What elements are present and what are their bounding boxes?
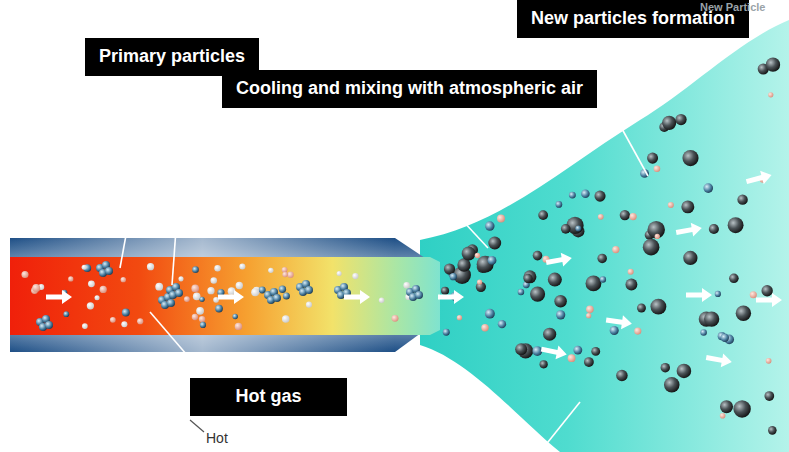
box-label: Primary particles <box>99 46 245 68</box>
label-box: Cooling and mixing with atmospheric air <box>222 70 597 108</box>
box-label: Cooling and mixing with atmospheric air <box>236 78 583 100</box>
box-label: Hot gas <box>204 386 333 408</box>
caption-text: New Particle <box>700 1 765 13</box>
caption-text: Hot <box>206 430 228 446</box>
label-box: Hot gas <box>190 378 347 416</box>
